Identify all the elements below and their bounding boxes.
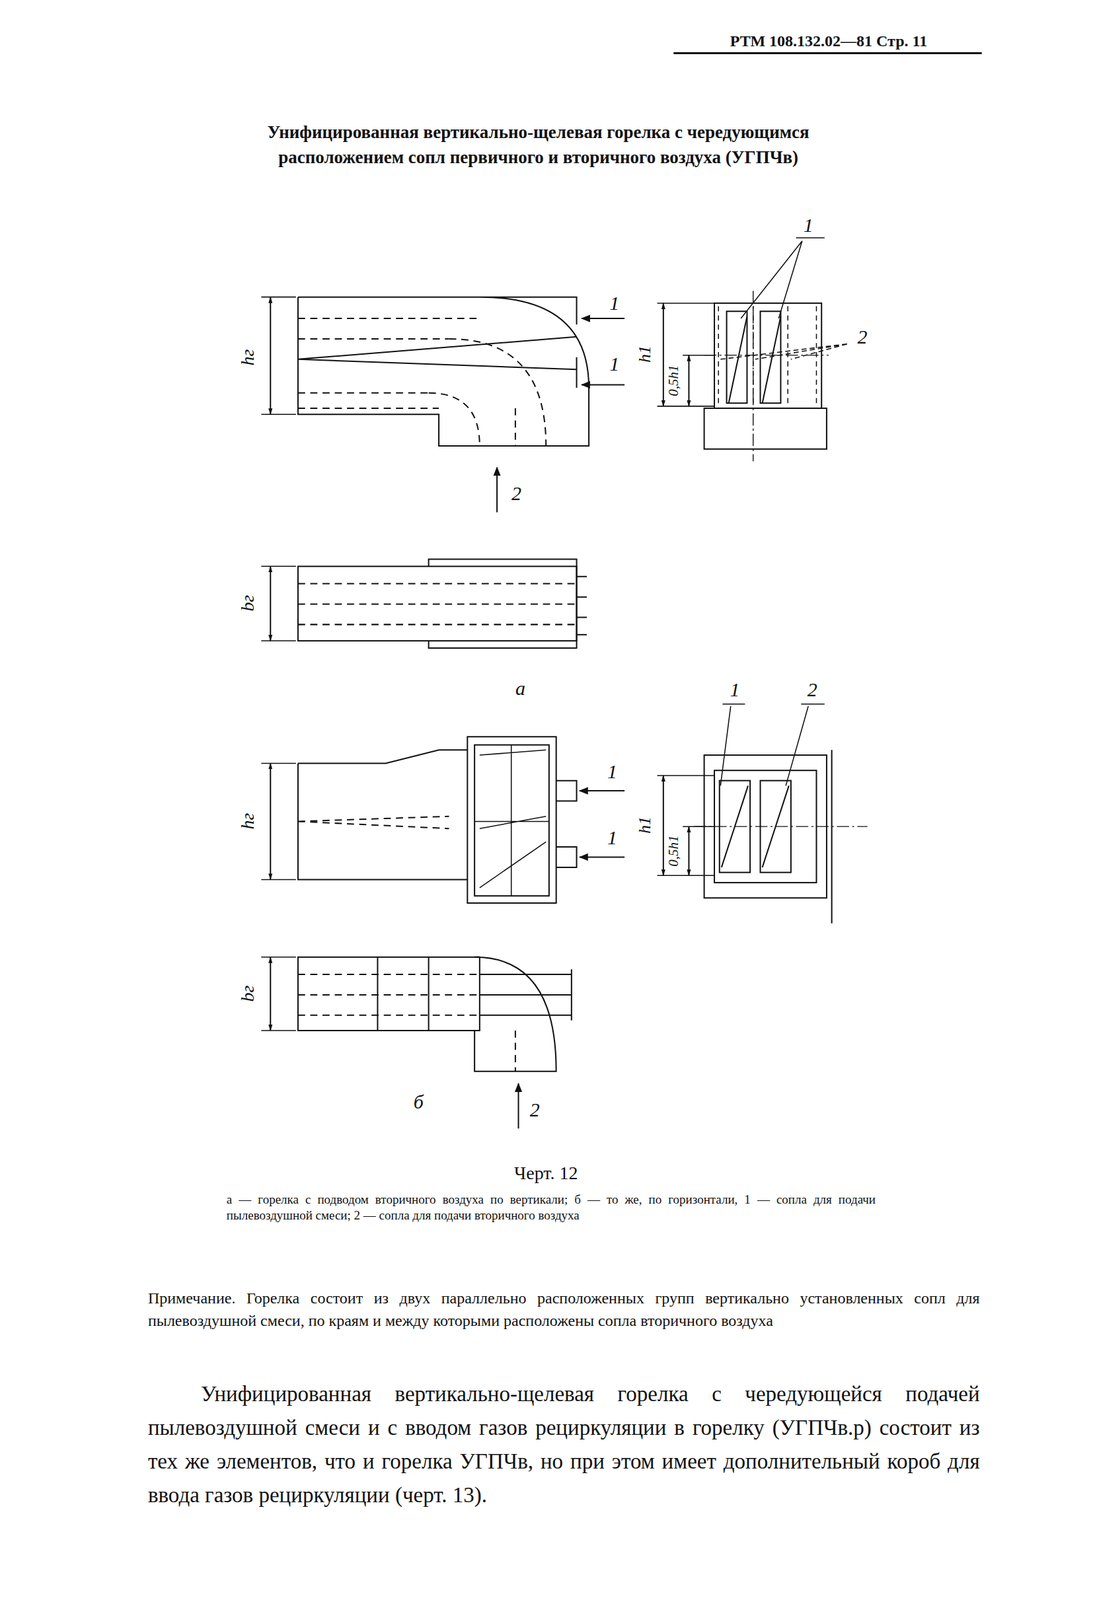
page-header: РТМ 108.132.02—81 Стр. 11 bbox=[728, 32, 929, 50]
front-view-a bbox=[657, 237, 848, 462]
callout-number: 1 bbox=[728, 679, 741, 701]
side-view-b bbox=[261, 736, 625, 904]
callout-number: 1 bbox=[605, 827, 619, 849]
callout-number: 2 bbox=[855, 326, 869, 348]
figure-caption: Черт. 12 bbox=[514, 1164, 578, 1183]
dimension-label: bг bbox=[237, 593, 258, 613]
dimension-label: hг bbox=[237, 347, 258, 367]
callout-number: 1 bbox=[802, 214, 815, 236]
callout-number: 2 bbox=[510, 483, 523, 505]
callout-number: 2 bbox=[528, 1099, 542, 1121]
plan-view-b bbox=[261, 957, 571, 1129]
view-letter: б bbox=[412, 1091, 425, 1113]
body-paragraph: Унифицированная вертикально-щелевая горе… bbox=[148, 1377, 980, 1514]
plan-view-a bbox=[261, 559, 587, 649]
figure-title: Унифицированная вертикально-щелевая горе… bbox=[219, 120, 858, 171]
callout-number: 1 bbox=[605, 761, 619, 783]
callout-number: 1 bbox=[607, 353, 621, 375]
front-view-b bbox=[657, 704, 868, 924]
dimension-label: 0,5h1 bbox=[666, 363, 682, 398]
dimension-label: 0,5h1 bbox=[666, 833, 682, 868]
callout-number: 2 bbox=[806, 679, 819, 701]
dimension-label: h1 bbox=[635, 815, 655, 836]
callout-number: 1 bbox=[607, 292, 621, 314]
side-view-a bbox=[261, 297, 625, 513]
dimension-label: h1 bbox=[635, 344, 655, 365]
figure-legend-text: а — горелка с подводом вторичного воздух… bbox=[226, 1192, 876, 1225]
note-text: Примечание. Горелка состоит из двух пара… bbox=[148, 1287, 980, 1333]
dimension-label: hг bbox=[237, 812, 258, 832]
view-letter: а bbox=[514, 678, 527, 700]
dimension-label: bг bbox=[237, 984, 258, 1004]
